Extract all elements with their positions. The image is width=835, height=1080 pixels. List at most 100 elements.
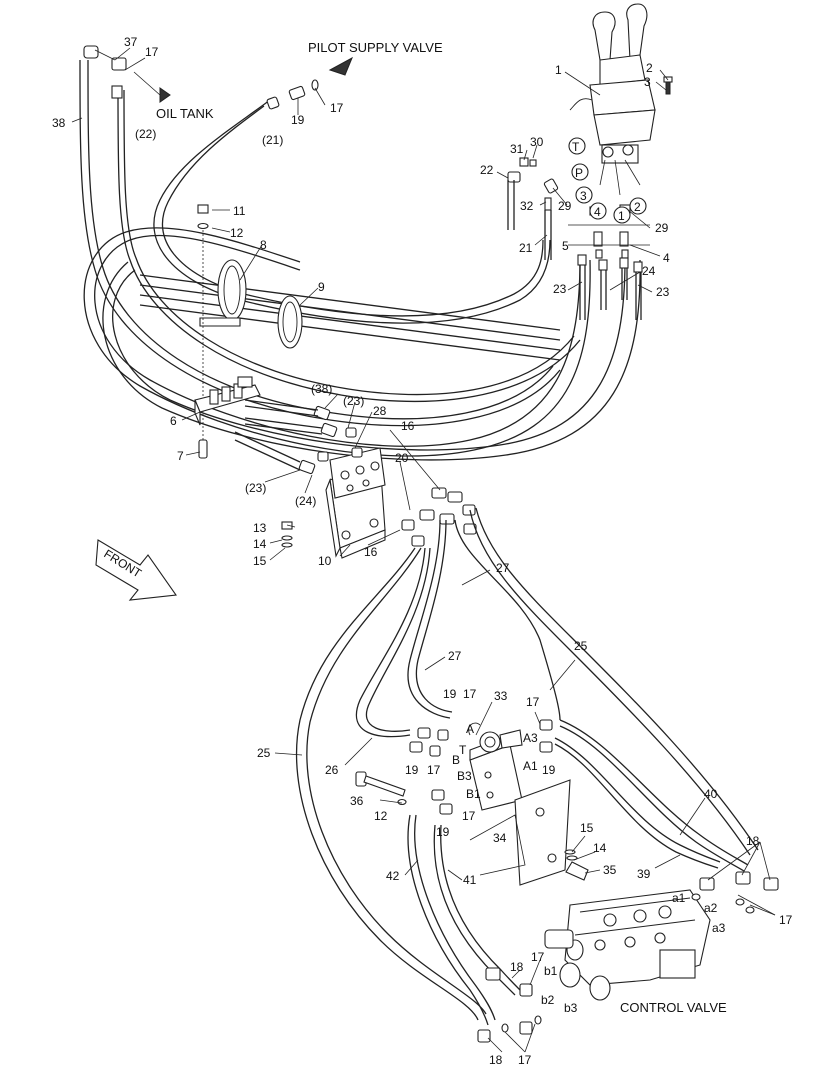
callout-18-b: 18 — [510, 960, 524, 974]
callout-20: 20 — [395, 451, 409, 465]
pilot-supply-valve-caption: PILOT SUPPLY VALVE — [308, 40, 443, 55]
callout-37: 37 — [124, 35, 138, 49]
block-hose-fittings — [234, 399, 477, 547]
circled-P: P — [575, 166, 583, 180]
callout-13: 13 — [253, 521, 267, 535]
callout-18-a: 18 — [746, 834, 760, 848]
callout-22: 22 — [480, 163, 494, 177]
callout-11: 11 — [233, 204, 246, 218]
callout-27-b: 27 — [448, 649, 462, 663]
callout-5: 5 — [562, 239, 569, 253]
circled-4: 4 — [594, 205, 601, 219]
port-A3: A3 — [523, 731, 538, 745]
front-direction-arrow[interactable] — [95, 539, 177, 601]
pilot-hoses — [507, 180, 642, 320]
port-B3: B3 — [457, 769, 472, 783]
callout-17-b: 17 — [526, 695, 540, 709]
bolt-36 — [355, 771, 407, 806]
callout-3: 3 — [644, 75, 651, 89]
callout-17-pilot: 17 — [330, 101, 344, 115]
callout-16-a: 16 — [401, 419, 415, 433]
callout-21: 21 — [519, 241, 533, 255]
clamp-8 — [199, 259, 247, 327]
callout-15-b: 15 — [580, 821, 594, 835]
callout-19-d: 19 — [542, 763, 556, 777]
callout-19-e: 19 — [436, 825, 450, 839]
callout-23-ref-a: (23) — [343, 394, 364, 408]
callout-42: 42 — [386, 869, 400, 883]
callout-26: 26 — [325, 763, 339, 777]
callout-24-ref: (24) — [295, 494, 316, 508]
callout-29-b: 29 — [655, 221, 669, 235]
callout-6: 6 — [170, 414, 177, 428]
callout-14-b: 14 — [593, 841, 607, 855]
port-labels: A A3 A1 T B B3 B1 a1 a2 a3 b1 b2 b3 — [452, 722, 726, 1015]
callout-15: 15 — [253, 554, 267, 568]
callout-19-b: 19 — [443, 687, 457, 701]
control-valve-fittings — [477, 871, 779, 1043]
port-B: B — [452, 753, 460, 767]
callout-32: 32 — [520, 199, 534, 213]
manifold-block — [329, 447, 386, 499]
port-a1: a1 — [672, 891, 686, 905]
callout-29-a: 29 — [558, 199, 572, 213]
callout-23-b: 23 — [656, 285, 670, 299]
circled-3: 3 — [580, 189, 587, 203]
callout-23-ref-b: (23) — [245, 481, 266, 495]
callout-27-a: 27 — [496, 561, 510, 575]
callout-25-b: 25 — [257, 746, 271, 760]
callout-17-e: 17 — [779, 913, 793, 927]
callout-17-g: 17 — [518, 1053, 532, 1067]
lower-hoses — [296, 507, 759, 1026]
callout-17-tank: 17 — [145, 45, 159, 59]
callout-12: 12 — [230, 226, 244, 240]
bracket-34 — [469, 779, 571, 886]
callout-25-a: 25 — [574, 639, 588, 653]
callout-41: 41 — [463, 873, 477, 887]
callout-35: 35 — [603, 863, 617, 877]
circled-ports: T P 3 4 1 2 — [568, 137, 647, 224]
callout-14: 14 — [253, 537, 267, 551]
callout-36: 36 — [350, 794, 364, 808]
port-a3: a3 — [712, 921, 726, 935]
callout-2: 2 — [646, 61, 653, 75]
callout-40: 40 — [704, 787, 718, 801]
port-B1: B1 — [466, 787, 481, 801]
callout-38: 38 — [52, 116, 66, 130]
callout-12-b: 12 — [374, 809, 388, 823]
pilot-supply-fittings — [266, 56, 353, 110]
bolt-35 — [564, 849, 589, 881]
port-b2: b2 — [541, 993, 555, 1007]
callout-38-ref: (38) — [311, 382, 332, 396]
port-b3: b3 — [564, 1001, 578, 1015]
circled-1: 1 — [618, 209, 625, 223]
bolt-13 — [281, 521, 293, 548]
callout-1: 1 — [555, 63, 562, 77]
callout-17-a: 17 — [463, 687, 477, 701]
solenoid-valve-33 — [409, 719, 553, 815]
circled-2: 2 — [634, 200, 641, 214]
callout-28: 28 — [373, 404, 387, 418]
callout-21-ref: (21) — [262, 133, 283, 147]
callout-16-b: 16 — [364, 545, 378, 559]
joystick-assembly-1 — [569, 3, 656, 196]
control-valve-caption: CONTROL VALVE — [620, 1000, 727, 1015]
callout-31: 31 — [510, 142, 524, 156]
hose-block-6 — [194, 376, 261, 459]
part-callouts: 1 2 3 4 5 6 7 8 9 10 11 12 13 14 15 16 1… — [52, 35, 793, 1067]
callout-18-c: 18 — [489, 1053, 503, 1067]
callout-34: 34 — [493, 831, 507, 845]
callout-7: 7 — [177, 449, 184, 463]
callout-10: 10 — [318, 554, 332, 568]
port-b1: b1 — [544, 964, 558, 978]
callout-19-c: 19 — [405, 763, 419, 777]
callout-17-f: 17 — [531, 950, 545, 964]
circled-T: T — [572, 140, 580, 154]
port-A1: A1 — [523, 759, 538, 773]
callout-19-a: 19 — [291, 113, 305, 127]
callout-22-ref: (22) — [135, 127, 156, 141]
port-T: T — [459, 743, 467, 757]
callout-23-a: 23 — [553, 282, 567, 296]
callout-9: 9 — [318, 280, 325, 294]
